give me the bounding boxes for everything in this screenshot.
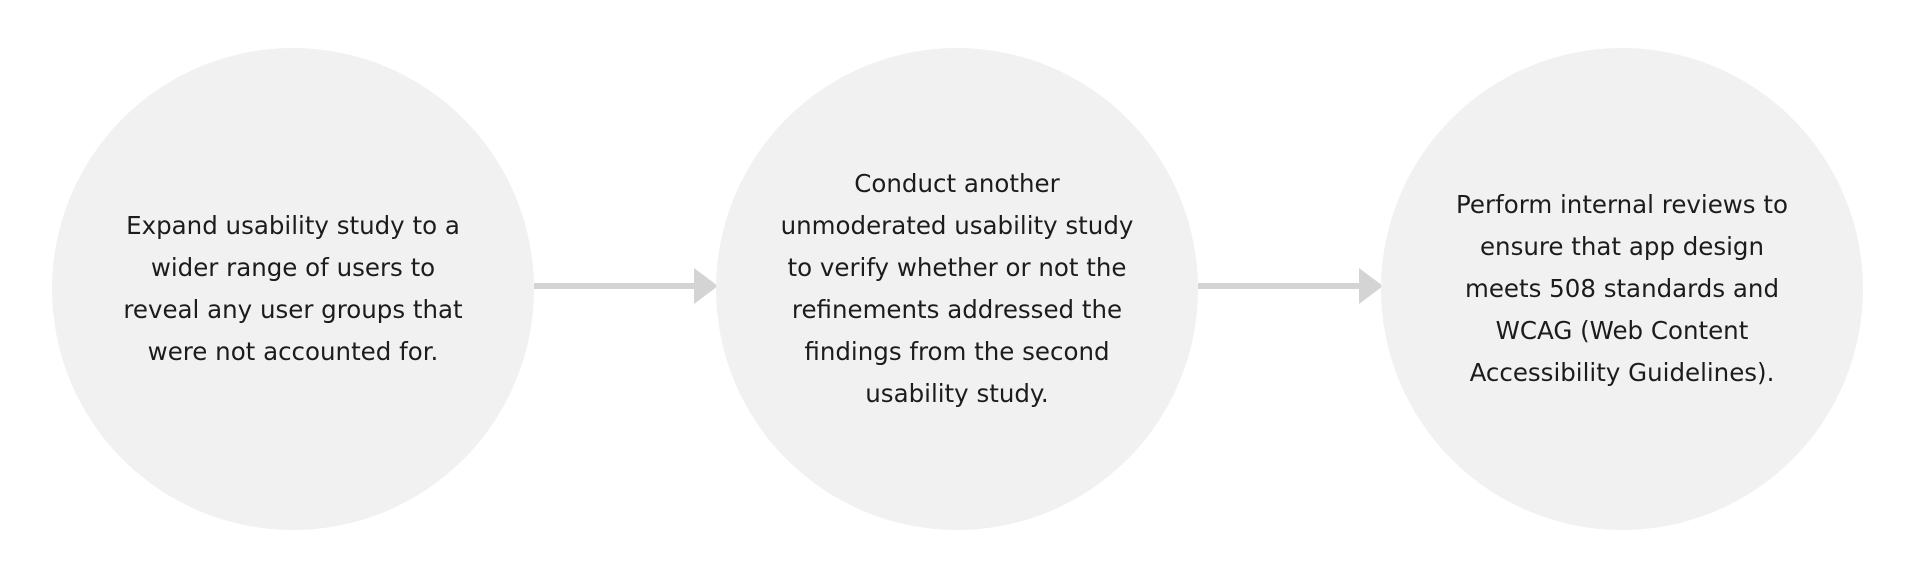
step-3-circle: Perform internal reviews to ensure that … xyxy=(1381,48,1863,530)
arrow-right-icon xyxy=(1198,268,1383,304)
step-3-line: Perform internal reviews to xyxy=(1456,190,1788,219)
step-3-line: Accessibility Guidelines). xyxy=(1469,358,1775,387)
step-1-line: reveal any user groups that xyxy=(123,295,463,324)
step-2-text: Conduct another unmoderated usability st… xyxy=(767,163,1147,415)
step-1-line: were not accounted for. xyxy=(147,337,439,366)
step-1-circle: Expand usability study to a wider range … xyxy=(52,48,534,530)
step-1-line: Expand usability study to a xyxy=(126,211,460,240)
step-1-text: Expand usability study to a wider range … xyxy=(113,205,473,373)
step-2-line: Conduct another xyxy=(854,169,1060,198)
step-2-line: unmoderated usability study xyxy=(780,211,1134,240)
step-2-line: to verify whether or not the xyxy=(787,253,1127,282)
step-1-line: wider range of users to xyxy=(150,253,436,282)
arrow-right-icon xyxy=(534,268,718,304)
step-3-line: meets 508 standards and xyxy=(1464,274,1780,303)
step-2-circle: Conduct another unmoderated usability st… xyxy=(716,48,1198,530)
step-3-line: ensure that app design xyxy=(1479,232,1764,261)
step-2-line: refinements addressed the xyxy=(791,295,1123,324)
step-2-line: usability study. xyxy=(865,379,1049,408)
step-3-text: Perform internal reviews to ensure that … xyxy=(1442,184,1802,394)
step-2-line: findings from the second xyxy=(804,337,1110,366)
step-3-line: WCAG (Web Content xyxy=(1495,316,1749,345)
